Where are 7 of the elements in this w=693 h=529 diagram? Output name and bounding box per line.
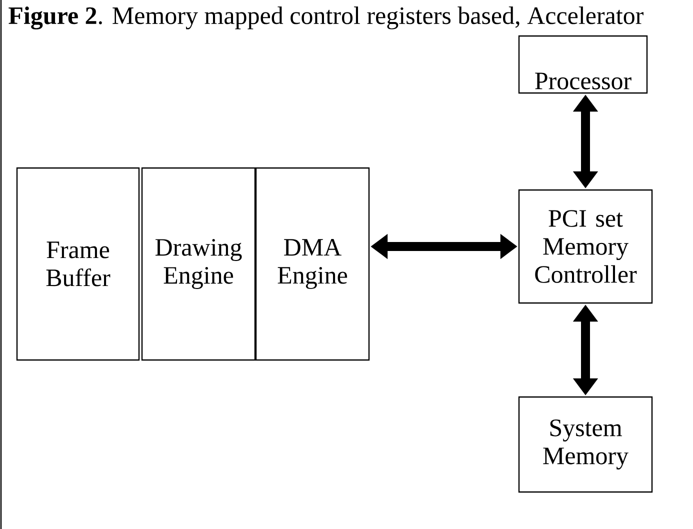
block-box: Frame Buffer [16,167,140,361]
block-box: Processor [518,35,648,94]
block-box: System Memory [518,396,653,493]
figure-title: Figure 2. Memory mapped control registers based, Accelerator [8,6,644,30]
block-box: PCI set Memory Controller [518,189,653,304]
block-box: Drawing Engine [141,167,256,361]
block-box: DMA Engine [255,167,370,361]
